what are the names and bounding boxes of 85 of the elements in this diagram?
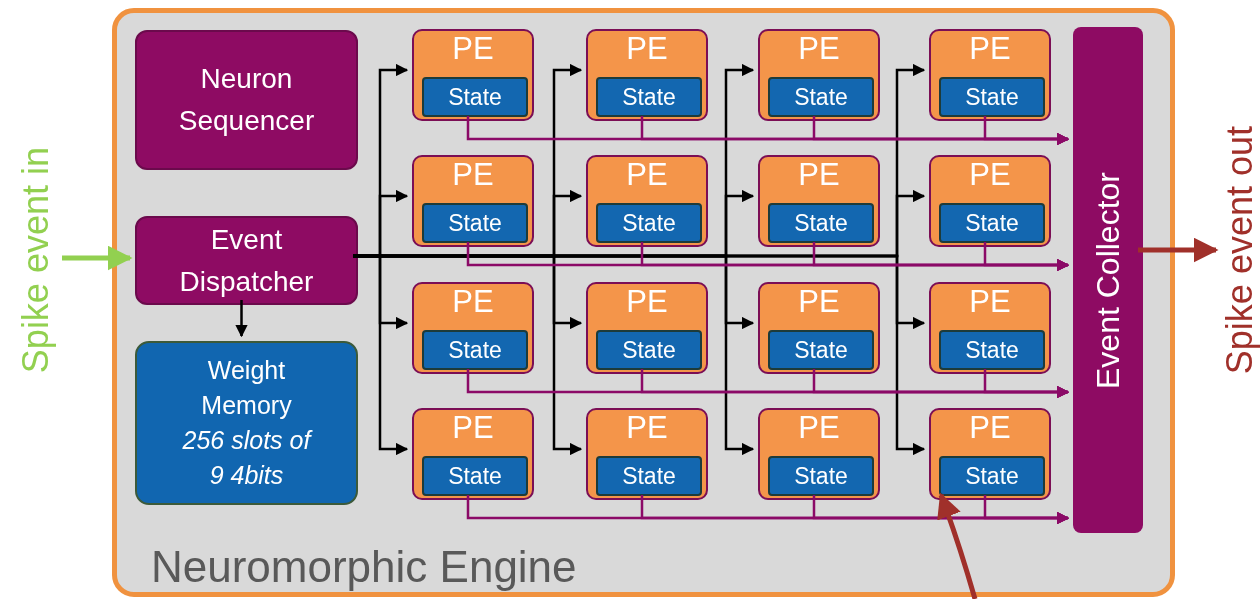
pe-box [758, 282, 880, 374]
box-label: PE [798, 284, 840, 320]
box-label: State [794, 336, 848, 364]
box-label: State [448, 83, 502, 111]
box-label: Neuron Sequencer [177, 62, 316, 138]
process-box [135, 216, 358, 305]
arrow [983, 369, 1070, 399]
box-note: 256 slots of 9 4bits [181, 425, 314, 491]
box-label: State [622, 83, 676, 111]
box-label: State [965, 83, 1019, 111]
box-label: State [622, 462, 676, 490]
box-label: PE [626, 410, 668, 446]
box-label: PE [452, 410, 494, 446]
box-label: Event Collector [1089, 171, 1127, 389]
state-box [768, 456, 874, 496]
box-label: PE [969, 31, 1011, 67]
collector-bar [1073, 27, 1143, 533]
state-box [768, 330, 874, 370]
box-label: State [965, 462, 1019, 490]
pe-box [929, 155, 1051, 247]
state-box [422, 330, 528, 370]
state-box [422, 203, 528, 243]
box-label: PE [452, 31, 494, 67]
arrow [1138, 237, 1219, 263]
input-label: Spike event in [15, 146, 57, 374]
box-label: State [965, 336, 1019, 364]
pe-box [586, 408, 708, 500]
pe-box [929, 408, 1051, 500]
memory-box [135, 341, 358, 505]
engine-title: Neuromorphic Engine [151, 542, 577, 592]
box-label: State [448, 336, 502, 364]
box-label: PE [969, 157, 1011, 193]
pe-box [586, 282, 708, 374]
box-label: PE [626, 157, 668, 193]
arrow [235, 300, 248, 338]
box-label: State [448, 462, 502, 490]
box-label: State [794, 83, 848, 111]
engine-panel [112, 8, 1175, 597]
box-label: State [794, 209, 848, 237]
box-label: PE [798, 31, 840, 67]
box-label: PE [798, 410, 840, 446]
pe-box [586, 155, 708, 247]
pe-box [758, 155, 880, 247]
box-label: Event Dispatcher [178, 222, 315, 299]
box-label: PE [452, 157, 494, 193]
pe-box [412, 155, 534, 247]
state-box [422, 456, 528, 496]
arrow [983, 116, 1070, 146]
pe-box [758, 408, 880, 500]
box-label: State [965, 209, 1019, 237]
arrow [983, 242, 1070, 272]
pe-box [929, 282, 1051, 374]
process-box [135, 30, 358, 170]
arrow [983, 495, 1070, 525]
box-label: PE [969, 410, 1011, 446]
state-box [422, 77, 528, 117]
pe-box [412, 29, 534, 121]
pe-box [929, 29, 1051, 121]
arrow [62, 245, 133, 271]
output-label: Spike event out [1219, 125, 1260, 375]
state-box [768, 203, 874, 243]
state-box [939, 203, 1045, 243]
pe-box [412, 282, 534, 374]
box-label: Weight Memory [200, 355, 293, 421]
pe-box [586, 29, 708, 121]
state-box [768, 77, 874, 117]
state-box [596, 77, 702, 117]
state-box [939, 330, 1045, 370]
box-label: PE [626, 31, 668, 67]
state-box [596, 330, 702, 370]
box-label: State [622, 336, 676, 364]
box-label: State [794, 462, 848, 490]
arrow [937, 492, 978, 599]
box-label: PE [798, 157, 840, 193]
state-box [596, 456, 702, 496]
state-box [939, 456, 1045, 496]
state-box [939, 77, 1045, 117]
state-box [596, 203, 702, 243]
box-label: PE [969, 284, 1011, 320]
box-label: PE [452, 284, 494, 320]
box-label: PE [626, 284, 668, 320]
pe-box [412, 408, 534, 500]
box-label: State [448, 209, 502, 237]
pe-box [758, 29, 880, 121]
box-label: State [622, 209, 676, 237]
